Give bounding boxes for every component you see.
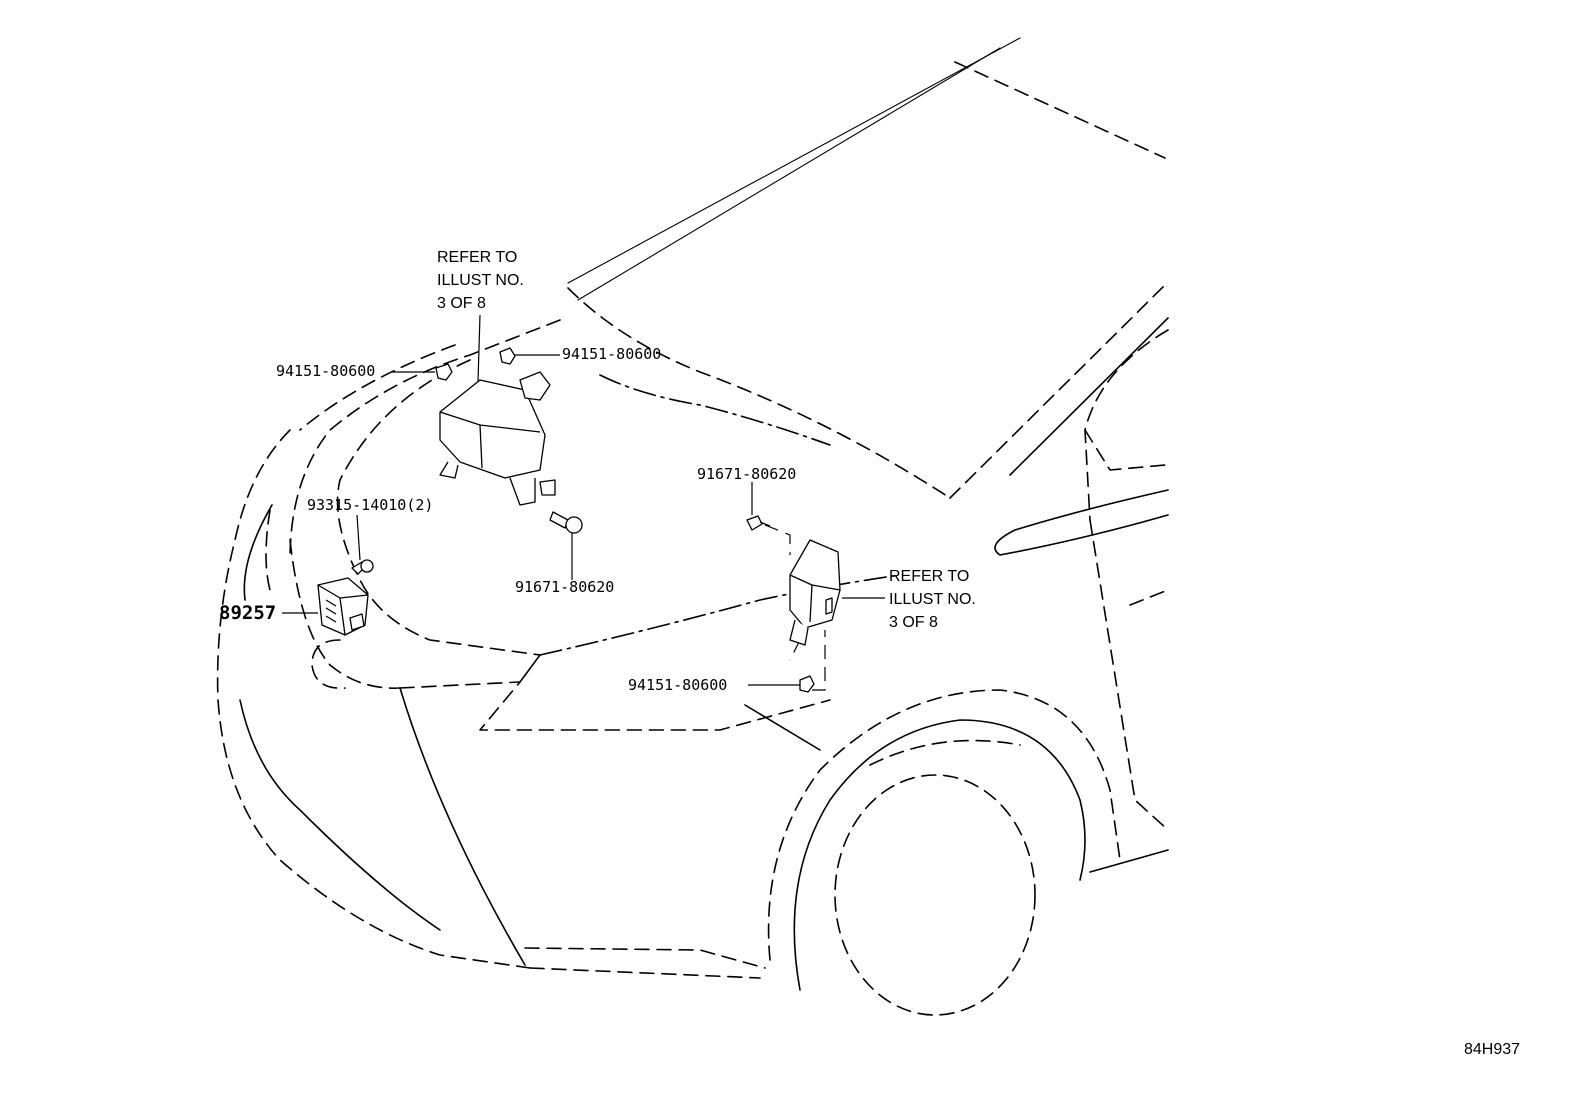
rocker (1089, 849, 1169, 873)
refer-note-right-line2: ILLUST NO. (889, 591, 976, 608)
headlight-top (299, 344, 456, 431)
hood-shut-line (567, 287, 951, 499)
mirror (994, 489, 1169, 556)
callout-screw-left: 93315-14010(2) (307, 496, 434, 514)
figure-code: 84H937 (1464, 1041, 1521, 1058)
callout-nut-lower: 94151-80600 (628, 676, 728, 694)
bumper-lower-left (399, 687, 526, 966)
computer-module-part (317, 577, 369, 636)
wheel-arch (767, 689, 1121, 961)
refer-note-right: REFER TO ILLUST NO. 3 OF 8 (889, 565, 976, 634)
hood-edge (567, 37, 1021, 284)
refer-note-upper-line2: ILLUST NO. (437, 272, 524, 289)
refer-note-right-line1: REFER TO (889, 568, 970, 585)
a-pillar (949, 281, 1169, 499)
grille-edge (519, 654, 541, 683)
nut-left-part (435, 363, 453, 381)
bolt-right-upper-part (746, 515, 771, 531)
hood-crease (599, 374, 831, 446)
nose-line (539, 574, 901, 656)
bumper-lower (239, 699, 441, 931)
relay-box-upper (439, 371, 556, 506)
headlight-outer (216, 429, 531, 969)
callout-bolt-right-upper: 91671-80620 (697, 465, 797, 483)
nut-lower-part (799, 675, 815, 693)
wheel (834, 774, 1036, 1016)
headlight-lens (289, 539, 401, 689)
nut-top-part (499, 347, 516, 365)
refer-note-right-line3: 3 OF 8 (889, 614, 938, 631)
inner-contour-2 (265, 509, 271, 591)
refer-note-upper: REFER TO ILLUST NO. 3 OF 8 (437, 246, 524, 315)
door-handle (1129, 589, 1169, 606)
a-pillar-2 (1009, 317, 1169, 476)
bumper-bottom (524, 947, 766, 969)
callout-nut-left: 94151-80600 (276, 362, 376, 380)
leader-nut-lower-dash (812, 630, 826, 691)
refer-note-upper-line1: REFER TO (437, 249, 518, 266)
leader-bolt-right-dash (764, 524, 791, 555)
callout-bolt-center: 91671-80620 (515, 578, 615, 596)
callout-main-part: 89257 (219, 602, 277, 624)
wheel-arch-inner (793, 719, 1086, 991)
arch-detail (869, 739, 1021, 766)
inner-contour (243, 504, 273, 601)
sill (1089, 519, 1169, 831)
bolt-center-part (549, 511, 583, 534)
windshield-line (954, 61, 1166, 159)
screw-left-part (351, 559, 374, 575)
refer-note-upper-line3: 3 OF 8 (437, 295, 486, 312)
fender-top (1084, 329, 1169, 521)
hood-edge-inner (577, 47, 1001, 301)
leader-screw-left (356, 514, 361, 561)
callout-nut-top: 94151-80600 (562, 345, 662, 363)
fog-light (311, 639, 346, 689)
hood-front-left (289, 319, 561, 561)
bumper-upper (399, 681, 831, 731)
leader-refer-upper (477, 314, 481, 383)
door-line (1084, 429, 1166, 471)
hood-front-inner (336, 359, 541, 656)
bumper-bottom-2 (529, 967, 761, 979)
relay-box-right (789, 539, 841, 646)
fender-arch-outer (744, 704, 821, 751)
